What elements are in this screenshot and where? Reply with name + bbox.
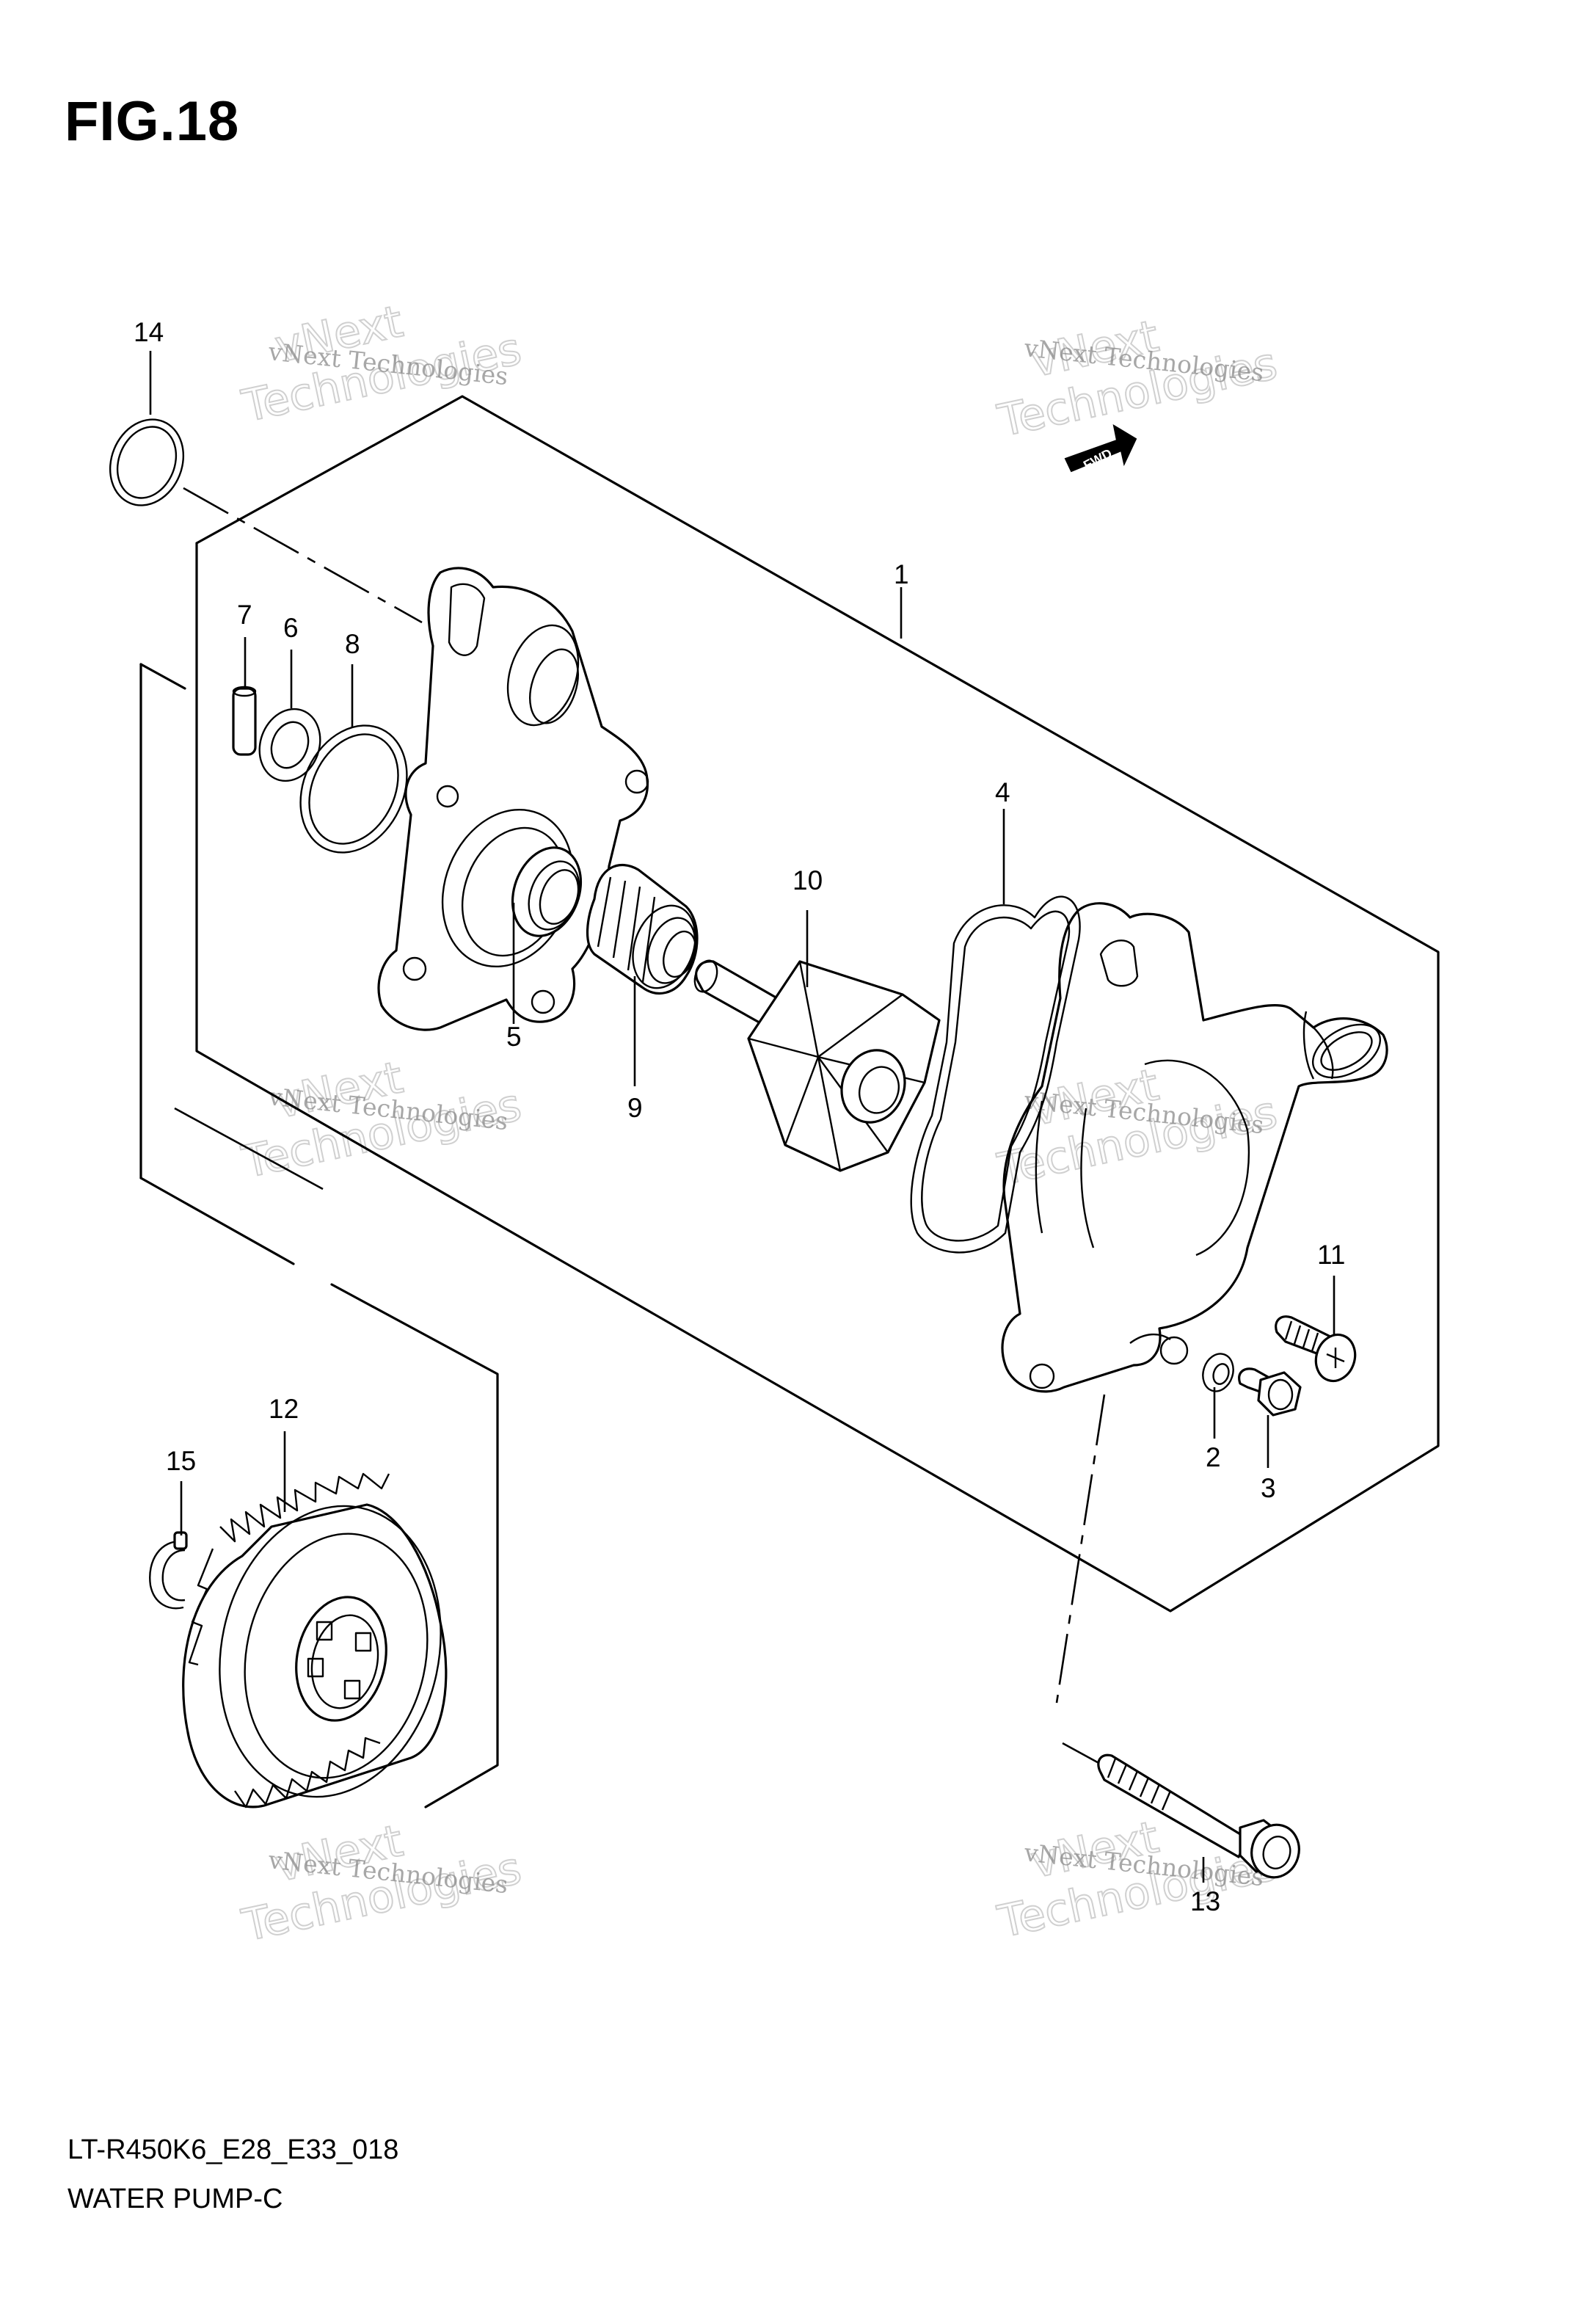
callout-labels: 14 1 4 7 6 8 10 5 9 11 2 3 12 15 13 (134, 317, 1345, 1916)
circlip (149, 1531, 188, 1610)
callout-3: 3 (1261, 1473, 1276, 1503)
callout-4: 4 (995, 777, 1010, 807)
callout-11: 11 (1317, 1240, 1345, 1270)
callout-5: 5 (506, 1022, 522, 1052)
o-ring (299, 724, 408, 854)
washer (1202, 1353, 1234, 1392)
fwd-arrow-icon: FWD (1064, 423, 1137, 473)
callout-10: 10 (792, 865, 823, 895)
mechanical-seal (586, 863, 699, 995)
pump-cover (1001, 902, 1388, 1393)
callout-13: 13 (1190, 1886, 1220, 1916)
figure-title: FIG.18 (65, 90, 240, 153)
bolt-cross (1275, 1315, 1357, 1383)
callout-7: 7 (237, 600, 252, 630)
callout-8: 8 (345, 629, 360, 659)
model-code: LT-R450K6_E28_E33_018 (68, 2134, 399, 2165)
long-bolt (1097, 1753, 1300, 1879)
assembly-outline (139, 395, 1440, 1851)
washer-small (258, 708, 321, 782)
diagram-name: WATER PUMP-C (68, 2184, 283, 2214)
bolt (1238, 1367, 1302, 1417)
callout-14: 14 (134, 317, 164, 347)
o-ring-large (109, 418, 185, 506)
oil-seal (511, 846, 583, 937)
callout-6: 6 (283, 613, 299, 643)
callout-2: 2 (1206, 1442, 1221, 1472)
callout-1: 1 (894, 559, 909, 589)
callout-12: 12 (269, 1394, 299, 1424)
gear (182, 1472, 448, 1808)
pin (232, 686, 257, 756)
leader-lines (149, 351, 1336, 1883)
callout-15: 15 (166, 1446, 196, 1476)
impeller-shaft (693, 959, 941, 1172)
watermark-group: vNext Technologies vNext Technologies vN… (237, 295, 1283, 1952)
callout-9: 9 (627, 1093, 643, 1123)
o-ring-cover (910, 895, 1081, 1254)
